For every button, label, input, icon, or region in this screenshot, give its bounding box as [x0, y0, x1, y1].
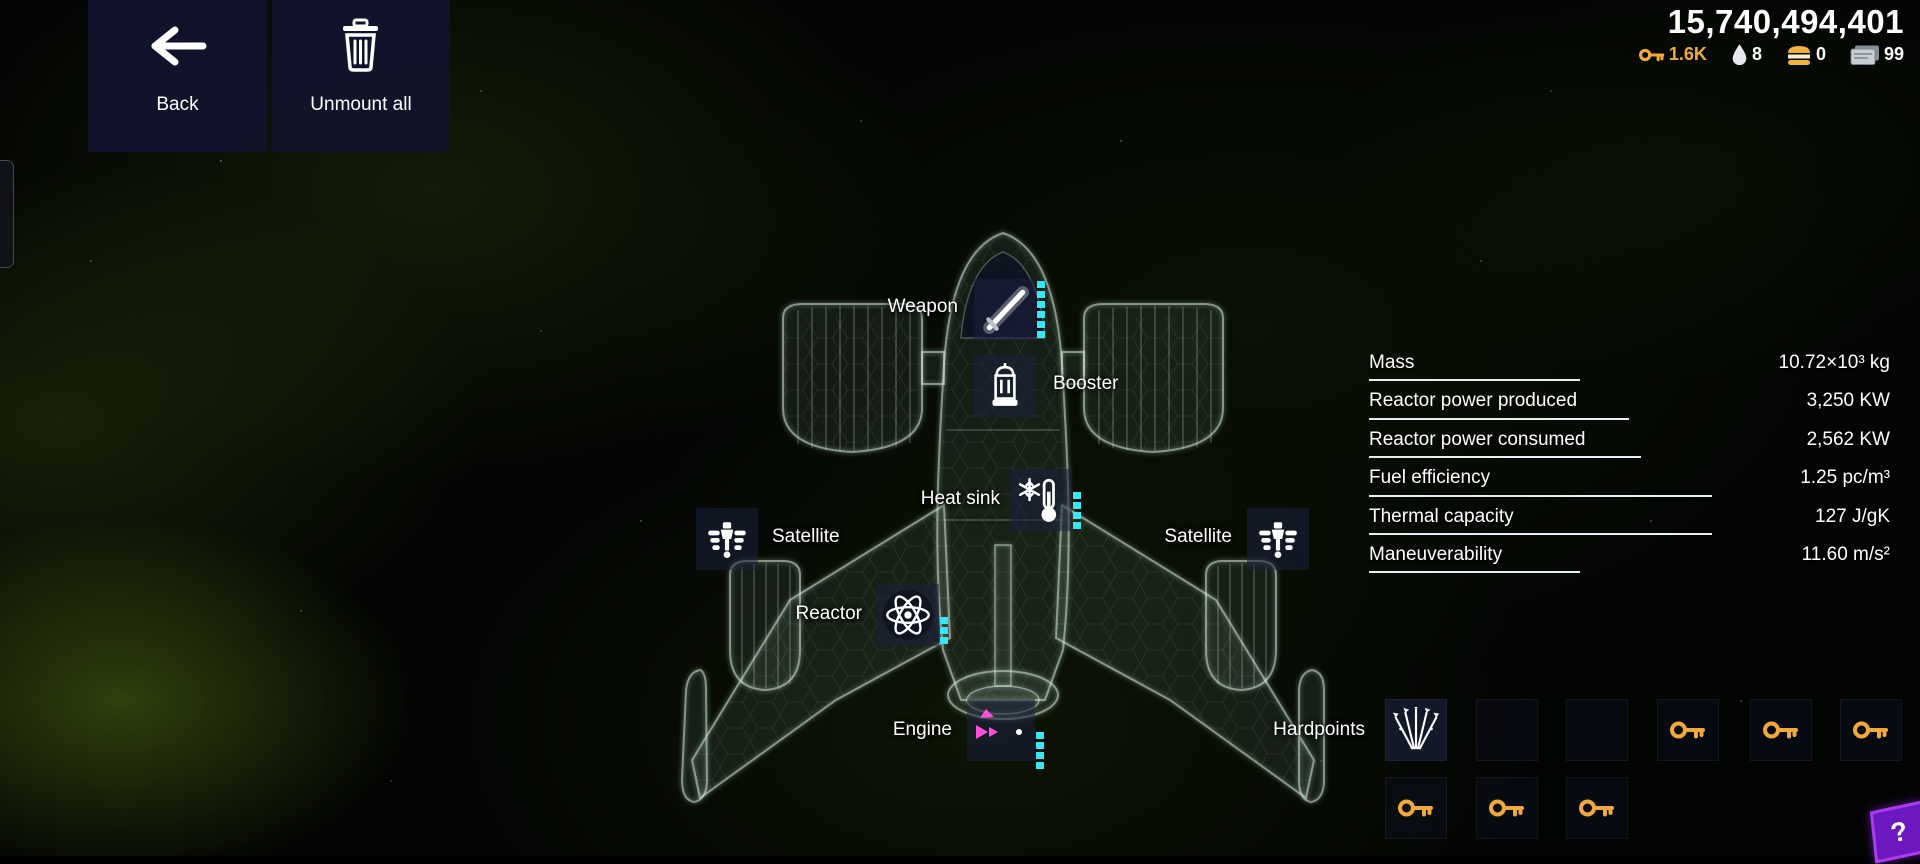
reactor-slot-label: Reactor: [795, 603, 862, 624]
reactor-atom-icon: [883, 590, 933, 640]
key-icon: [1638, 48, 1665, 61]
weapon-level-bars: [1037, 281, 1045, 338]
droplet-icon: [1732, 44, 1747, 66]
stat-value: 127 J/gK: [1815, 505, 1890, 527]
key-icon: [1398, 799, 1433, 817]
reactor-level-bars: [940, 617, 948, 644]
side-drawer-handle[interactable]: [0, 160, 14, 268]
keys-count: 1.6K: [1668, 44, 1707, 64]
heat-sink-slot-label: Heat sink: [920, 488, 1000, 509]
weapon-blade-icon: [983, 286, 1029, 334]
stat-row-mass: Mass 10.72×10³ kg: [1369, 351, 1890, 389]
heat-sink-slot[interactable]: [1010, 469, 1081, 531]
satellite-right-slot-label: Satellite: [1164, 526, 1232, 547]
stat-underline: [1369, 379, 1580, 382]
booster-slot[interactable]: [974, 355, 1036, 417]
back-arrow-icon: [147, 0, 209, 92]
stat-label: Mass: [1369, 352, 1415, 373]
heat-sink-icon: [1018, 477, 1057, 522]
food-resource: 0: [1786, 44, 1826, 66]
stat-row-power-consumed: Reactor power consumed 2,562 KW: [1369, 428, 1890, 466]
stars: [0, 0, 2, 2]
stat-value: 11.60 m/s²: [1801, 543, 1890, 565]
unmount-all-label: Unmount all: [310, 94, 412, 115]
hardpoint-slot-locked[interactable]: [1385, 777, 1447, 839]
heat-sink-level-bars: [1073, 492, 1081, 529]
stat-value: 3,250 KW: [1806, 390, 1890, 412]
hardpoint-slot-empty[interactable]: [1566, 699, 1628, 761]
food-count: 0: [1815, 44, 1826, 64]
resources-bar: 15,740,494,401 1.6K 8 0: [1623, 2, 1904, 66]
key-icon: [1853, 721, 1888, 739]
hardpoint-slot-empty[interactable]: [1476, 699, 1538, 761]
stat-row-power-produced: Reactor power produced 3,250 KW: [1369, 389, 1890, 427]
missile-fan-icon: [1392, 707, 1440, 750]
stat-value: 10.72×10³ kg: [1778, 352, 1890, 373]
keys-resource: 1.6K: [1638, 44, 1707, 65]
engine-slot[interactable]: [967, 699, 1044, 769]
stat-label: Thermal capacity: [1369, 505, 1514, 527]
weapon-slot-label: Weapon: [887, 296, 958, 317]
stat-value: 1.25 pc/m³: [1800, 467, 1890, 489]
credits-amount: 15,740,494,401: [1667, 3, 1904, 40]
letterbox-bottom: [0, 856, 1920, 864]
hardpoint-slot-equipped[interactable]: [1385, 699, 1447, 761]
satellite-left-slot[interactable]: [696, 508, 758, 570]
help-button[interactable]: ?: [1869, 800, 1920, 864]
stat-underline: [1369, 494, 1712, 497]
unmount-all-button[interactable]: Unmount all: [272, 0, 450, 152]
stat-underline: [1369, 532, 1712, 535]
stat-row-thermal-capacity: Thermal capacity 127 J/gK: [1369, 505, 1890, 543]
water-count: 8: [1751, 44, 1762, 64]
stat-label: Reactor power produced: [1369, 390, 1578, 412]
booster-slot-label: Booster: [1053, 373, 1119, 394]
reactor-slot[interactable]: [877, 584, 948, 646]
key-icon: [1763, 721, 1798, 739]
hardpoints-label: Hardpoints: [1273, 719, 1365, 740]
trash-icon: [336, 0, 386, 92]
hardpoint-slot-locked[interactable]: [1476, 777, 1538, 839]
engine-level-bars: [1036, 732, 1044, 769]
back-label: Back: [156, 94, 199, 115]
hardpoint-slot-locked[interactable]: [1840, 699, 1902, 761]
stat-underline: [1369, 417, 1629, 420]
hardpoint-slot-locked[interactable]: [1750, 699, 1812, 761]
hardpoint-slot-locked[interactable]: [1566, 777, 1628, 839]
key-icon: [1579, 799, 1614, 817]
weapon-slot[interactable]: [974, 279, 1045, 341]
cards-count: 99: [1883, 44, 1904, 64]
ship-stats-panel: Mass 10.72×10³ kg Reactor power produced…: [1369, 351, 1890, 581]
satellite-icon: [1259, 522, 1297, 559]
engine-thrust-icon: [976, 709, 1022, 750]
help-label: ?: [1887, 815, 1911, 848]
satellite-left-slot-label: Satellite: [772, 526, 840, 547]
key-icon: [1489, 799, 1524, 817]
burger-icon: [1787, 45, 1810, 65]
stat-label: Fuel efficiency: [1369, 467, 1491, 489]
hardpoint-slot-locked[interactable]: [1657, 699, 1719, 761]
key-icon: [1670, 721, 1705, 739]
water-resource: 8: [1731, 43, 1762, 66]
back-button[interactable]: Back: [88, 0, 267, 152]
stat-label: Maneuverability: [1369, 543, 1503, 565]
satellite-icon: [708, 522, 746, 559]
stat-row-fuel-efficiency: Fuel efficiency 1.25 pc/m³: [1369, 466, 1890, 504]
stat-label: Reactor power consumed: [1369, 428, 1586, 450]
stat-row-maneuverability: Maneuverability 11.60 m/s²: [1369, 543, 1890, 581]
stat-underline: [1369, 571, 1580, 574]
engine-slot-label: Engine: [892, 719, 952, 740]
card-stack-icon: [1850, 45, 1879, 65]
cards-resource: 99: [1850, 44, 1904, 66]
booster-icon: [992, 363, 1018, 406]
stat-value: 2,562 KW: [1806, 428, 1890, 450]
satellite-right-slot[interactable]: [1247, 508, 1309, 570]
stat-underline: [1369, 456, 1641, 459]
